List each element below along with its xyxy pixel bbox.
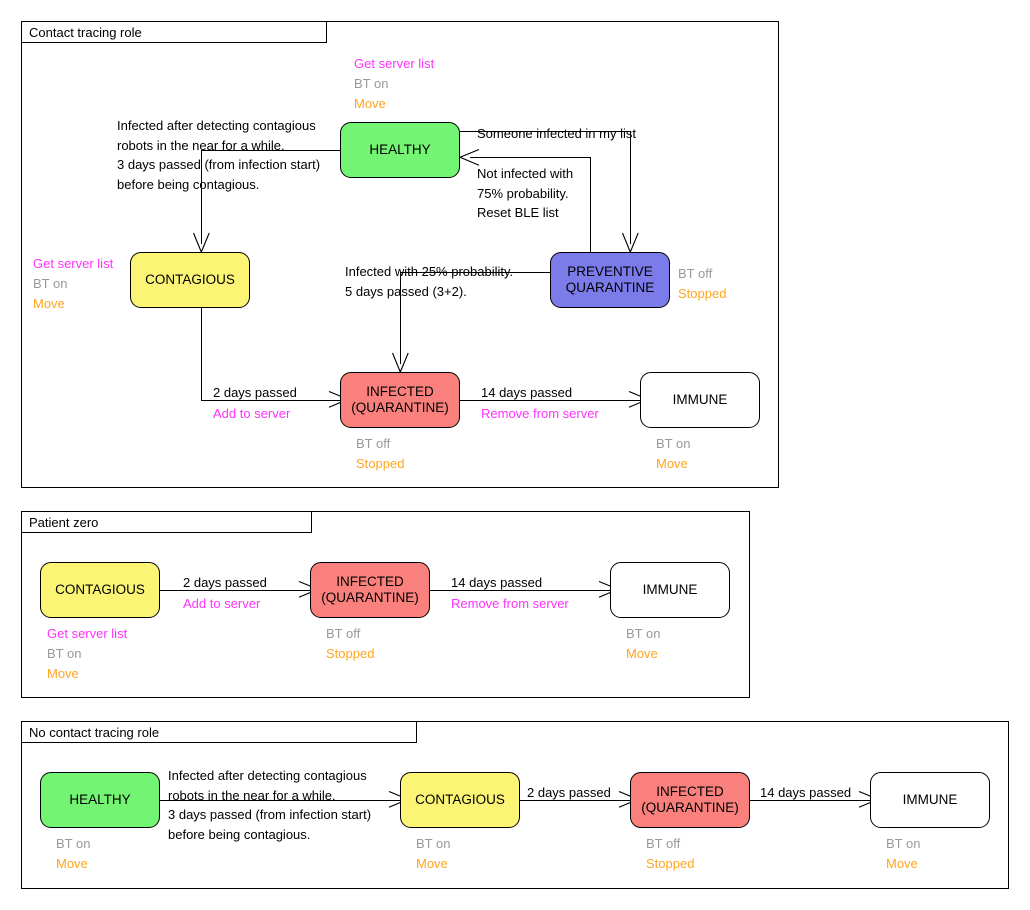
preventive-bt-label: BT off xyxy=(678,266,713,281)
p2-state-node-immune-label: IMMUNE xyxy=(642,582,698,597)
p2-state-node-infected[interactable]: INFECTED (QUARANTINE) xyxy=(310,562,430,618)
transition-contagious-infected-condition: 2 days passed xyxy=(213,385,297,400)
transition-infected-immune-action: Remove from server xyxy=(481,406,599,421)
transition-preventive-to-infected-label: Infected with 25% probability. 5 days pa… xyxy=(345,264,514,299)
p2-edge-infected-immune xyxy=(430,590,610,591)
edge-healthy-preventive-arrowhead xyxy=(621,232,639,254)
panel-patient-zero-title: Patient zero xyxy=(21,511,312,533)
p2-contagious-bt-label: BT on xyxy=(47,646,82,661)
p3-edge-contagious-infected xyxy=(520,800,630,801)
panel-patient-zero xyxy=(21,511,750,698)
p3-contagious-bt-label: BT on xyxy=(416,836,451,851)
preventive-motion-label: Stopped xyxy=(678,286,727,301)
edge-preventive-healthy-arrowhead xyxy=(458,148,480,166)
p2-transition-contagious-infected-condition: 2 days passed xyxy=(183,575,267,590)
p3-state-node-infected[interactable]: INFECTED (QUARANTINE) xyxy=(630,772,750,828)
contagious-bt-label: BT on xyxy=(33,276,68,291)
p2-immune-bt-label: BT on xyxy=(626,626,661,641)
p2-state-node-immune[interactable]: IMMUNE xyxy=(610,562,730,618)
p2-transition-contagious-infected-action: Add to server xyxy=(183,596,261,611)
p2-state-node-infected-label: INFECTED (QUARANTINE) xyxy=(321,574,419,605)
p3-state-node-healthy-label: HEALTHY xyxy=(69,792,131,807)
p2-infected-motion-label: Stopped xyxy=(326,646,375,661)
p3-state-node-contagious-label: CONTAGIOUS xyxy=(415,792,505,807)
p2-infected-bt-label: BT off xyxy=(326,626,361,641)
infected-bt-label: BT off xyxy=(356,436,391,451)
p2-immune-motion-label: Move xyxy=(626,646,658,661)
edge-preventive-healthy-vertical xyxy=(590,157,591,252)
edge-contagious-infected-horizontal xyxy=(201,400,340,401)
p3-transition-healthy-contagious-label: Infected after detecting contagious robo… xyxy=(168,768,372,842)
edge-contagious-infected-vertical xyxy=(201,308,202,400)
state-node-contagious[interactable]: CONTAGIOUS xyxy=(130,252,250,308)
p2-transition-infected-immune-action: Remove from server xyxy=(451,596,569,611)
panel-title-text: Contact tracing role xyxy=(29,25,142,40)
immune-bt-label: BT on xyxy=(656,436,691,451)
edge-healthy-contagious-arrowhead xyxy=(192,232,210,254)
transition-healthy-to-contagious-label: Infected after detecting contagious robo… xyxy=(117,118,321,192)
panel-contact-tracing-role-title: Contact tracing role xyxy=(21,21,327,43)
p3-contagious-motion-label: Move xyxy=(416,856,448,871)
healthy-action-label: Get server list xyxy=(354,56,435,71)
panel-contact-tracing-role xyxy=(21,21,779,488)
panel-no-contact-tracing-role xyxy=(21,721,1009,889)
state-node-preventive-quarantine-label: PREVENTIVE QUARANTINE xyxy=(565,264,655,295)
p3-state-node-immune-label: IMMUNE xyxy=(902,792,958,807)
state-node-infected-label: INFECTED (QUARANTINE) xyxy=(351,384,449,415)
p3-state-node-healthy[interactable]: HEALTHY xyxy=(40,772,160,828)
edge-healthy-preventive-vertical xyxy=(630,131,631,244)
transition-preventive-to-healthy-label: Not infected with 75% probability. Reset… xyxy=(477,166,574,221)
panel-no-contact-tracing-role-title: No contact tracing role xyxy=(21,721,417,743)
p3-immune-bt-label: BT on xyxy=(886,836,921,851)
edge-infected-immune-horizontal xyxy=(460,400,640,401)
state-node-contagious-label: CONTAGIOUS xyxy=(145,272,235,287)
p3-healthy-motion-label: Move xyxy=(56,856,88,871)
p2-state-node-contagious[interactable]: CONTAGIOUS xyxy=(40,562,160,618)
p3-edge-infected-immune xyxy=(750,800,870,801)
p2-contagious-motion-label: Move xyxy=(47,666,79,681)
immune-motion-label: Move xyxy=(656,456,688,471)
p2-contagious-action-label: Get server list xyxy=(47,626,128,641)
p2-edge-contagious-infected xyxy=(160,590,310,591)
panel-title-text: Patient zero xyxy=(29,515,99,530)
state-node-immune[interactable]: IMMUNE xyxy=(640,372,760,428)
state-node-healthy[interactable]: HEALTHY xyxy=(340,122,460,178)
p3-transition-infected-immune-condition: 14 days passed xyxy=(760,785,852,800)
edge-healthy-contagious-vertical xyxy=(201,150,202,244)
p3-state-node-infected-label: INFECTED (QUARANTINE) xyxy=(641,784,739,815)
p3-infected-bt-label: BT off xyxy=(646,836,681,851)
p3-immune-motion-label: Move xyxy=(886,856,918,871)
p3-infected-motion-label: Stopped xyxy=(646,856,695,871)
transition-contagious-infected-action: Add to server xyxy=(213,406,291,421)
p3-edge-healthy-contagious xyxy=(160,800,400,801)
edge-preventive-infected-vertical xyxy=(400,272,401,364)
contagious-motion-label: Move xyxy=(33,296,65,311)
p2-transition-infected-immune-condition: 14 days passed xyxy=(451,575,543,590)
state-node-infected[interactable]: INFECTED (QUARANTINE) xyxy=(340,372,460,428)
p3-transition-contagious-infected-condition: 2 days passed xyxy=(527,785,611,800)
infected-motion-label: Stopped xyxy=(356,456,405,471)
p3-state-node-immune[interactable]: IMMUNE xyxy=(870,772,990,828)
panel-title-text: No contact tracing role xyxy=(29,725,160,740)
transition-healthy-to-preventive-label: Someone infected in my list xyxy=(477,126,636,141)
transition-infected-immune-condition: 14 days passed xyxy=(481,385,573,400)
healthy-motion-label: Move xyxy=(354,96,386,111)
edge-healthy-contagious-horizontal xyxy=(201,150,340,151)
edge-healthy-preventive-horizontal xyxy=(460,131,630,132)
p3-healthy-bt-label: BT on xyxy=(56,836,91,851)
contagious-action-label: Get server list xyxy=(33,256,114,271)
edge-preventive-infected-arrowhead xyxy=(391,352,409,374)
edge-preventive-healthy-horizontal xyxy=(470,157,591,158)
healthy-bt-label: BT on xyxy=(354,76,389,91)
p3-state-node-contagious[interactable]: CONTAGIOUS xyxy=(400,772,520,828)
state-node-healthy-label: HEALTHY xyxy=(369,142,431,157)
state-node-preventive-quarantine[interactable]: PREVENTIVE QUARANTINE xyxy=(550,252,670,308)
edge-preventive-infected-horizontal xyxy=(400,272,550,273)
p2-state-node-contagious-label: CONTAGIOUS xyxy=(55,582,145,597)
state-node-immune-label: IMMUNE xyxy=(672,392,728,407)
